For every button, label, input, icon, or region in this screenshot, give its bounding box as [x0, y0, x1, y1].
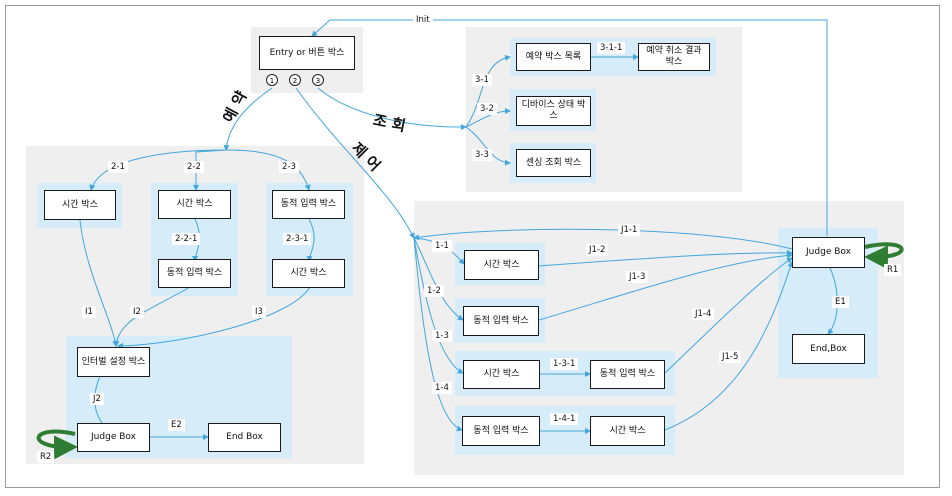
edge-i3-label: I3 — [252, 306, 266, 318]
edge-j1-2-label: J1-2 — [586, 244, 609, 256]
edge-e2-label: E2 — [168, 419, 185, 431]
edge-2-3 — [225, 149, 311, 191]
edge-1-4-label: 1-4 — [432, 382, 452, 394]
control-time-box-2: 시간 박스 — [463, 360, 540, 389]
edge-j1-2 — [538, 249, 793, 267]
edge-j1-3-label: J1-3 — [626, 271, 649, 283]
edge-3-1-1-label: 3-1-1 — [597, 42, 626, 54]
edge-1-3-1-label: 1-3-1 — [550, 358, 579, 370]
reserve-time-box-1: 시간 박스 — [44, 190, 116, 220]
init-label: Init — [413, 14, 433, 26]
edge-2-3-1-label: 2-3-1 — [283, 233, 312, 245]
edge-j1-3 — [538, 252, 793, 321]
edge-1-3 — [413, 237, 464, 374]
entry-option-3[interactable]: 3 — [312, 74, 324, 86]
edge-1-4 — [413, 237, 463, 432]
r1-loop — [864, 242, 904, 270]
reserve-judge-box: Judge Box — [77, 423, 150, 452]
diagram-frame — [5, 5, 940, 488]
r2-label: R2 — [37, 451, 55, 463]
entry-option-2[interactable]: 2 — [289, 74, 301, 86]
edge-j2-label: J2 — [90, 393, 104, 405]
edge-i1 — [79, 219, 119, 347]
r1-label: R1 — [884, 264, 902, 276]
query-branch-arrow — [317, 87, 467, 131]
reserve-dynamic-input-box-1: 동적 입력 박스 — [158, 259, 231, 288]
reserve-time-box-3: 시간 박스 — [272, 259, 345, 288]
edge-i2-label: I2 — [130, 306, 144, 318]
edge-1-2-label: 1-2 — [424, 285, 444, 297]
reserve-end-box: End Box — [208, 423, 281, 452]
init-arrow — [311, 19, 828, 236]
control-dynamic-input-box-2: 동적 입력 박스 — [590, 360, 665, 389]
edge-1-4-1-label: 1-4-1 — [550, 413, 579, 425]
reservation-cancel-result-box: 예약 취소 결과 박스 — [638, 43, 710, 71]
edge-e1-label: E1 — [832, 296, 849, 308]
entry-option-1[interactable]: 1 — [266, 74, 278, 86]
edge-i2 — [113, 286, 191, 347]
edge-j1-4-label: J1-4 — [692, 308, 715, 320]
edge-j1-5-label: J1-5 — [719, 351, 742, 363]
interval-setting-box: 인터벌 설정 박스 — [77, 347, 150, 377]
edge-j1-1-label: J1-1 — [618, 224, 641, 236]
edge-2-1-label: 2-1 — [108, 161, 128, 173]
edge-3-1-label: 3-1 — [472, 74, 492, 86]
edge-i1-label: I1 — [82, 306, 96, 318]
control-dynamic-input-box-3: 동적 입력 박스 — [462, 416, 540, 446]
edge-2-2-1-label: 2-2-1 — [172, 233, 201, 245]
edge-j1-1 — [413, 228, 793, 250]
edge-3-2-label: 3-2 — [477, 103, 497, 115]
edge-2-3-label: 2-3 — [279, 161, 299, 173]
edge-2-1 — [89, 149, 227, 191]
reserve-time-box-2: 시간 박스 — [158, 190, 231, 219]
edge-1-3-label: 1-3 — [432, 330, 452, 342]
control-branch-arrow — [295, 87, 415, 239]
edge-3-3-label: 3-3 — [472, 149, 492, 161]
control-time-box-3: 시간 박스 — [590, 416, 665, 446]
edge-2-2 — [193, 149, 227, 191]
edge-3-2 — [465, 108, 511, 128]
edge-1-1-label: 1-1 — [432, 240, 452, 252]
sensing-query-box: 센싱 조회 박스 — [516, 149, 591, 177]
reserve-dynamic-input-box-2: 동적 입력 박스 — [272, 190, 345, 219]
control-end-box: End,Box — [792, 334, 865, 364]
edge-i3 — [117, 286, 311, 349]
edge-j1-4 — [664, 257, 793, 374]
control-judge-box: Judge Box — [792, 237, 865, 268]
edge-j1-5 — [664, 261, 794, 431]
reserve-branch-arrow — [223, 87, 273, 151]
entry-box: Entry or 버튼 박스 — [259, 36, 355, 70]
edge-2-3-1 — [306, 218, 315, 262]
reservation-list-box: 예약 박스 목록 — [516, 43, 591, 71]
device-status-box: 디바이스 상태 박스 — [516, 96, 591, 126]
r2-loop — [36, 429, 78, 460]
control-time-box-1: 시간 박스 — [464, 250, 539, 280]
edge-2-2-label: 2-2 — [184, 161, 204, 173]
control-dynamic-input-box-1: 동적 입력 박스 — [463, 306, 539, 336]
